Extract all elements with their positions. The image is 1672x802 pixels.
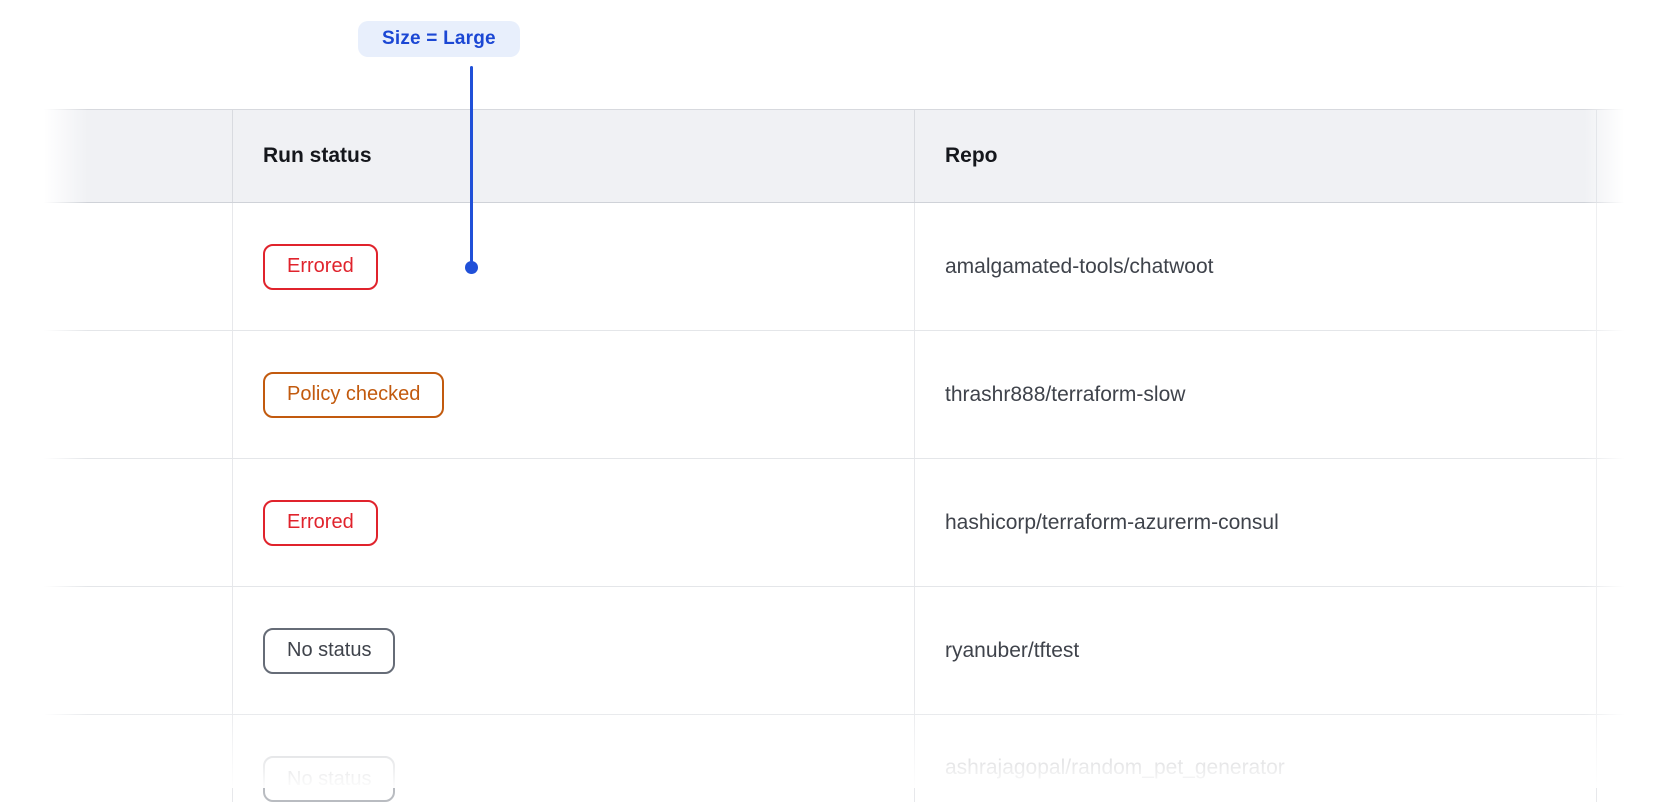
row-cell-empty [1597,459,1628,586]
status-badge: Errored [263,500,378,546]
annotation-label: Size = Large [358,21,520,57]
runs-table: Run status Repo Errored amalgamated-tool… [44,109,1628,789]
row-cell-empty [44,587,233,714]
status-badge: No status [263,756,395,802]
repo-name: ashrajagopal/random_pet_generator [945,756,1285,780]
table-header-row: Run status Repo [44,109,1628,203]
run-status-column-header: Run status [263,144,372,168]
row-cell-empty [1597,587,1628,714]
table-row[interactable]: Errored amalgamated-tools/chatwoot [44,203,1628,331]
repo-name: amalgamated-tools/chatwoot [945,255,1213,279]
repo-column-header: Repo [945,144,998,168]
header-cell-run-status: Run status [233,110,915,202]
row-cell-repo: thrashr888/terraform-slow [915,331,1597,458]
row-cell-status: Policy checked [233,331,915,458]
table-row[interactable]: No status ryanuber/tftest [44,587,1628,715]
row-cell-empty [1597,331,1628,458]
repo-name: thrashr888/terraform-slow [945,383,1185,407]
row-cell-empty [44,331,233,458]
row-cell-empty [44,203,233,330]
repo-name: hashicorp/terraform-azurerm-consul [945,511,1279,535]
header-cell-empty-right [1597,110,1628,202]
row-cell-empty [44,715,233,802]
table-row[interactable]: Policy checked thrashr888/terraform-slow [44,331,1628,459]
row-cell-empty [1597,203,1628,330]
row-cell-status: No status [233,587,915,714]
status-badge: Policy checked [263,372,444,418]
row-cell-status: Errored [233,203,915,330]
repo-name: ryanuber/tftest [945,639,1079,663]
row-cell-repo: amalgamated-tools/chatwoot [915,203,1597,330]
row-cell-empty [44,459,233,586]
status-badge: Errored [263,244,378,290]
row-cell-status: No status [233,715,915,802]
table-row[interactable]: No status ashrajagopal/random_pet_genera… [44,715,1628,789]
row-cell-status: Errored [233,459,915,586]
row-cell-empty [1597,715,1628,802]
table-row[interactable]: Errored hashicorp/terraform-azurerm-cons… [44,459,1628,587]
annotation-connector-line [470,66,473,262]
row-cell-repo: ashrajagopal/random_pet_generator [915,715,1597,802]
row-cell-repo: hashicorp/terraform-azurerm-consul [915,459,1597,586]
header-cell-empty-left [44,110,233,202]
status-badge: No status [263,628,395,674]
header-cell-repo: Repo [915,110,1597,202]
row-cell-repo: ryanuber/tftest [915,587,1597,714]
annotation-pointer-dot [465,261,478,274]
annotation-label-text: Size = Large [382,28,496,50]
